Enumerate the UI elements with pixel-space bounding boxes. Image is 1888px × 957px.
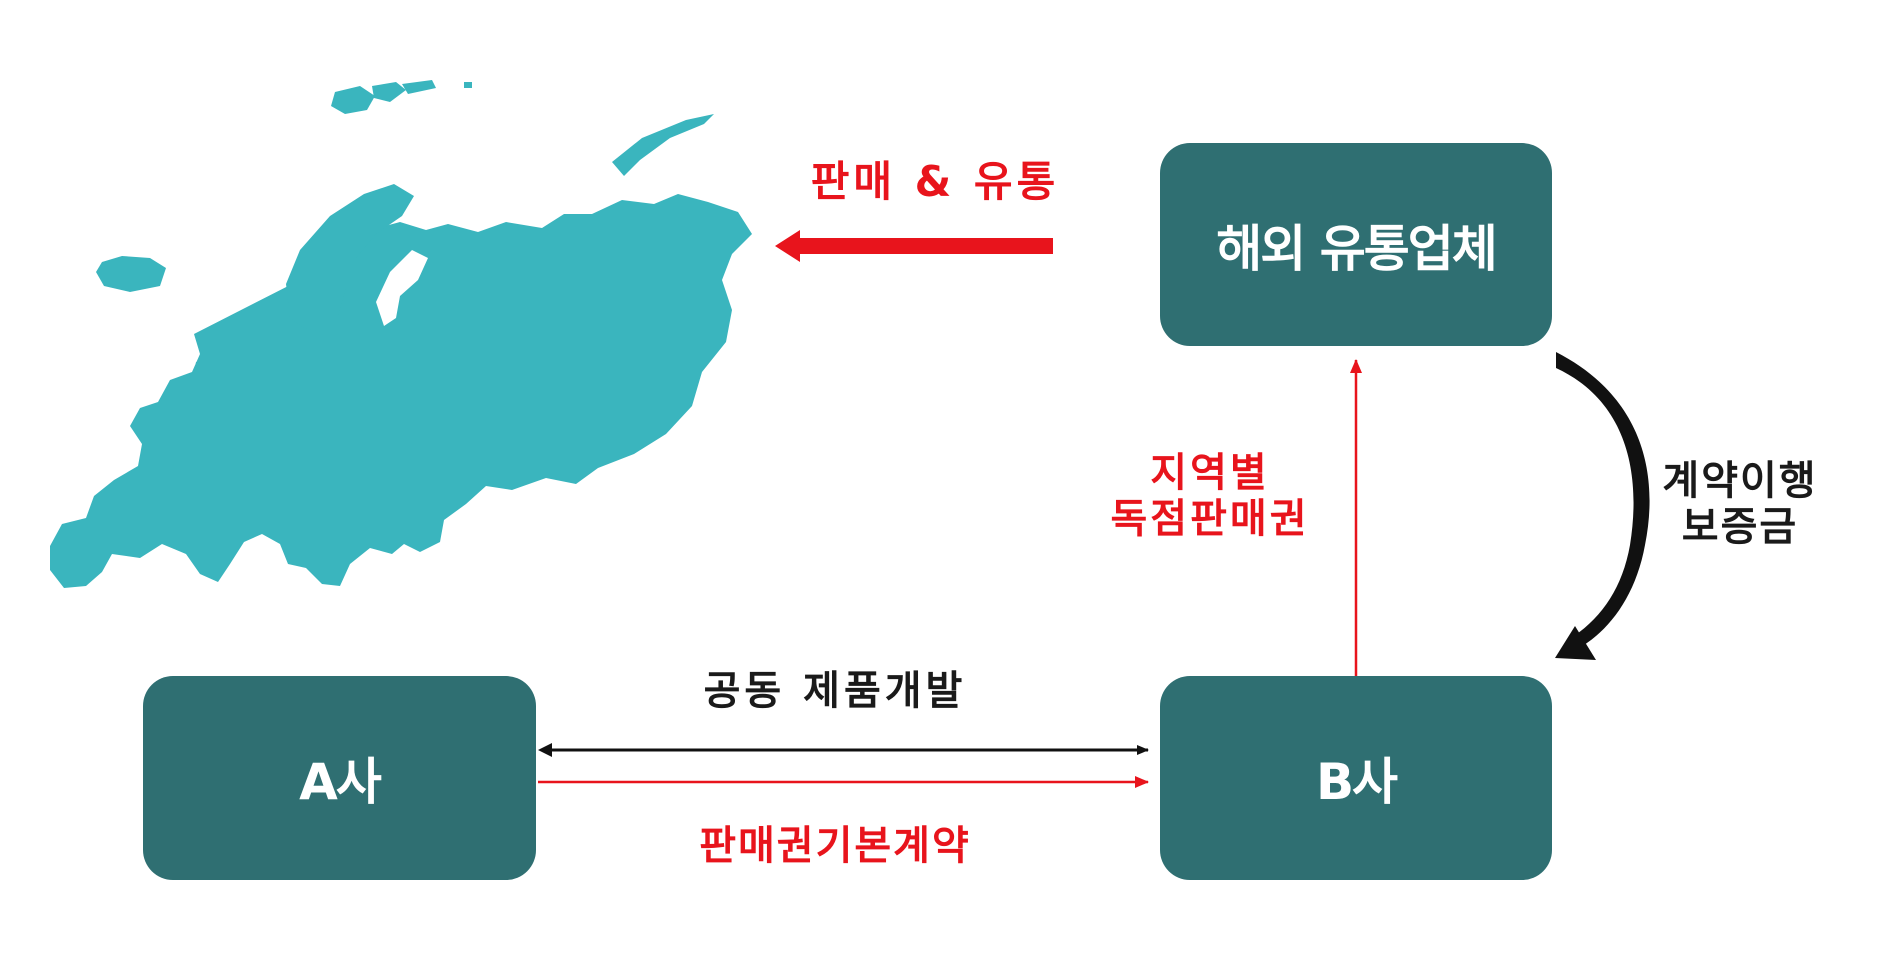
company-b-node: B사 [1160, 676, 1552, 880]
basic-contract-label: 판매권기본계약 [699, 823, 971, 869]
company-a-node: A사 [143, 676, 536, 880]
regional-rights-label: 지역별 독점판매권 [1080, 450, 1340, 542]
performance-deposit-line-2: 보증금 [1681, 504, 1799, 550]
europe-map-icon [50, 80, 752, 588]
performance-deposit-line-1: 계약이행 [1662, 458, 1818, 504]
node-label: 해외 유통업체 [1216, 219, 1497, 278]
regional-rights-line-1: 지역별 [1150, 450, 1270, 496]
regional-rights-line-2: 독점판매권 [1110, 496, 1310, 542]
performance-deposit-arrow [1555, 352, 1650, 660]
sales-distribution-label: 판매 & 유통 [810, 157, 1060, 206]
sales-distribution-arrow [775, 230, 1053, 262]
node-label: B사 [1315, 753, 1398, 811]
arrowhead-left-icon [538, 743, 552, 757]
node-label: A사 [299, 753, 382, 811]
overseas-distributor-node: 해외 유통업체 [1160, 143, 1552, 346]
performance-deposit-label: 계약이행 보증금 [1640, 458, 1840, 550]
joint-development-label: 공동 제품개발 [703, 668, 967, 714]
